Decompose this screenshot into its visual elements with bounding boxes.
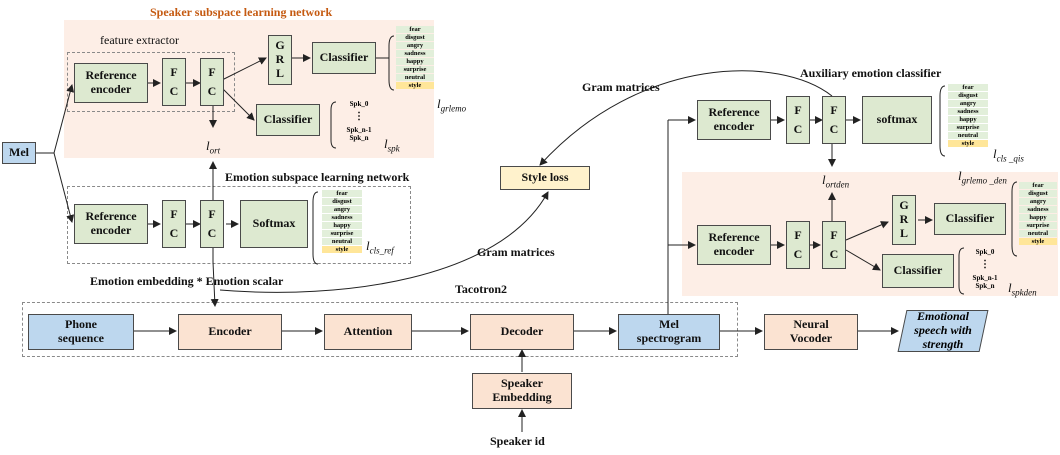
speaker-labels-top: Spk_0 ⋮ Spk_n-1 Spk_n [338,100,380,142]
softmax-emotion: Softmax [240,200,308,248]
gram-matrices-bottom-label: Gram matrices [477,245,555,259]
speaker-label: Spk_0 [975,248,995,256]
attention-block: Attention [324,314,412,350]
reference-encoder-auxiliary: Reference encoder [697,100,771,140]
loss-grlemo-den: lgrlemo _den [958,168,1007,186]
fc-auxiliary-1: F C [786,96,810,144]
feature-extractor-dashed [67,52,235,112]
emotion-label: angry [396,42,434,49]
emotion-label: neutral [322,238,362,245]
emotion-label: disgust [322,198,362,205]
softmax-auxiliary: softmax [862,96,932,144]
emotion-label: angry [948,100,988,107]
mel-spectrogram-block: Mel spectrogram [618,314,720,350]
emotion-labels-emotion: fear disgust angry sadness happy surpris… [322,190,362,253]
emotion-label: angry [322,206,362,213]
emotion-label: style [396,82,434,89]
emotion-labels-lower: fear disgust angry sadness happy surpris… [1019,182,1057,245]
emotion-label: style [322,246,362,253]
emotional-speech-label: Emotional speech with strength [914,309,972,351]
speaker-label: Spk_n [349,134,369,142]
loss-spkden: lspkden [1008,280,1037,298]
emotional-speech-output: Emotional speech with strength [897,309,989,352]
style-loss-block: Style loss [500,166,590,190]
fc-speaker-2: F C [200,58,224,106]
neural-vocoder-block: Neural Vocoder [764,314,858,350]
classifier-speaker-lower: Classifier [882,254,954,288]
speaker-label: Spk_n-1 [346,126,372,134]
classifier-speaker: Classifier [256,104,320,136]
emotion-label: fear [948,84,988,91]
emotion-label: disgust [948,92,988,99]
emotion-label: sadness [1019,206,1057,213]
emotion-label: disgust [396,34,434,41]
emotion-label: fear [322,190,362,197]
loss-cls-ref: lcls_ref [366,238,394,256]
emotion-label: surprise [948,124,988,131]
reference-encoder-lower: Reference encoder [697,225,771,265]
fc-emotion-2: F C [200,200,224,248]
emotion-label: fear [396,26,434,33]
speaker-id-label: Speaker id [490,434,545,448]
grl-speaker: G R L [268,35,292,85]
emotion-label: style [1019,238,1057,245]
reference-encoder-emotion: Reference encoder [74,204,148,244]
emotion-labels-auxiliary: fear disgust angry sadness happy surpris… [948,84,988,147]
fc-emotion-1: F C [162,200,186,248]
gram-matrices-top-label: Gram matrices [582,80,660,94]
grl-lower: G R L [892,195,916,245]
classifier-emotion-lower: Classifier [934,203,1006,235]
emotion-label: neutral [948,132,988,139]
emotion-label: neutral [1019,230,1057,237]
auxiliary-classifier-title: Auxiliary emotion classifier [800,66,942,80]
loss-ortden: lortden [822,172,850,190]
fc-auxiliary-2: F C [822,96,846,144]
emotion-label: happy [322,222,362,229]
emotion-embedding-label: Emotion embedding * Emotion scalar [90,274,284,288]
loss-grlemo: lgrlemo [437,96,467,114]
fc-lower-1: F C [786,221,810,269]
speaker-embedding-block: Speaker Embedding [472,373,572,409]
emotion-label: sadness [322,214,362,221]
emotion-label: sadness [948,108,988,115]
speaker-label: Spk_n [975,282,995,290]
fc-lower-2: F C [822,221,846,269]
speaker-label: Spk_n-1 [972,274,998,282]
emotion-label: happy [396,58,434,65]
emotion-label: surprise [322,230,362,237]
loss-cls-qis: lcls _qis [993,146,1024,164]
speaker-dots: ⋮ [980,259,990,270]
encoder-block: Encoder [178,314,282,350]
emotion-label: fear [1019,182,1057,189]
emotion-label: angry [1019,198,1057,205]
emotion-label: disgust [1019,190,1057,197]
emotion-subspace-dashed [67,186,411,264]
emotion-label: surprise [396,66,434,73]
feature-extractor-title: feature extractor [100,33,179,47]
phone-sequence-block: Phone sequence [28,314,134,350]
emotion-label: happy [948,116,988,123]
reference-encoder-speaker: Reference encoder [74,63,148,103]
loss-ort: lort [206,138,221,156]
speaker-labels-lower: Spk_0 ⋮ Spk_n-1 Spk_n [964,248,1006,290]
loss-spk: lspk [384,136,400,154]
emotion-label: sadness [396,50,434,57]
fc-speaker-1: F C [162,58,186,106]
mel-input-block: Mel [2,142,36,164]
tacotron2-title: Tacotron2 [455,282,508,296]
emotion-label: surprise [1019,222,1057,229]
emotion-label: happy [1019,214,1057,221]
speaker-subspace-title: Speaker subspace learning network [150,5,333,19]
emotion-labels-speaker: fear disgust angry sadness happy surpris… [396,26,434,89]
classifier-emotion-speaker: Classifier [312,42,376,74]
decoder-block: Decoder [470,314,574,350]
emotion-label: style [948,140,988,147]
emotion-subspace-title: Emotion subspace learning network [225,170,410,184]
speaker-label: Spk_0 [349,100,369,108]
speaker-dots: ⋮ [354,111,364,122]
emotion-label: neutral [396,74,434,81]
tacotron2-dashed [22,302,738,357]
